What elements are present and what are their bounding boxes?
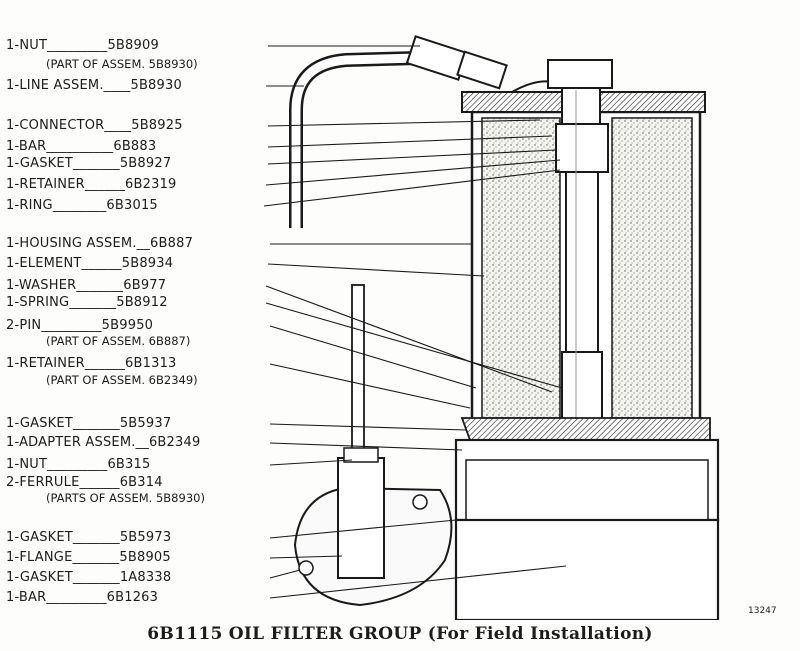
part-label-housing-assem: 1-HOUSING ASSEM.__6B887 [6, 236, 194, 251]
part-label-ferrule: 2-FERRULE______6B314 [6, 475, 163, 490]
part-label-nut-2: 1-NUT_________6B315 [6, 457, 151, 472]
part-label-flange: 1-FLANGE_______5B8905 [6, 550, 171, 565]
part-label-line-assem: 1-LINE ASSEM.____5B8930 [6, 78, 182, 93]
part-label-bar: 1-BAR__________6B883 [6, 139, 157, 154]
part-label-gasket: 1-GASKET_______5B8927 [6, 156, 172, 171]
flange [293, 447, 453, 607]
part-label-element: 1-ELEMENT______5B8934 [6, 256, 174, 271]
part-label-connector: 1-CONNECTOR____5B8925 [6, 118, 183, 133]
part-label-retainer: 1-RETAINER______6B2319 [6, 177, 177, 192]
oil-line [289, 35, 508, 228]
part-label-ring: 1-RING________6B3015 [6, 198, 158, 213]
part-note-nut: (PART OF ASSEM. 5B8930) [46, 57, 198, 71]
part-label-spring: 1-SPRING_______5B8912 [6, 295, 168, 310]
part-label-washer: 1-WASHER_______6B977 [6, 278, 167, 293]
part-note-ferrule: (PARTS OF ASSEM. 5B8930) [46, 491, 205, 505]
part-label-gasket-2: 1-GASKET_______5B5937 [6, 416, 172, 431]
adapter-assembly [454, 417, 720, 620]
part-label-gasket-3: 1-GASKET_______5B5973 [6, 530, 172, 545]
part-label-pin: 2-PIN_________5B9950 [6, 318, 154, 333]
oil-filter-illustration [263, 35, 720, 620]
part-label-retainer-2: 1-RETAINER______6B1313 [6, 356, 177, 371]
leader-lines [263, 45, 567, 599]
parts-list: 1-NUT_________5B8909 (PART OF ASSEM. 5B8… [6, 38, 205, 605]
part-label-adapter-assem: 1-ADAPTER ASSEM.__6B2349 [6, 435, 201, 450]
part-label-gasket-4: 1-GASKET_______1A8338 [6, 570, 172, 585]
part-note-pin: (PART OF ASSEM. 6B887) [46, 334, 191, 348]
figure-number: 13247 [748, 606, 777, 616]
figure-caption: 6B1115 OIL FILTER GROUP (For Field Insta… [147, 624, 653, 644]
part-label-nut: 1-NUT_________5B8909 [6, 38, 159, 53]
part-note-retainer-2: (PART OF ASSEM. 6B2349) [46, 373, 198, 387]
part-label-bar-2: 1-BAR_________6B1263 [6, 590, 159, 605]
